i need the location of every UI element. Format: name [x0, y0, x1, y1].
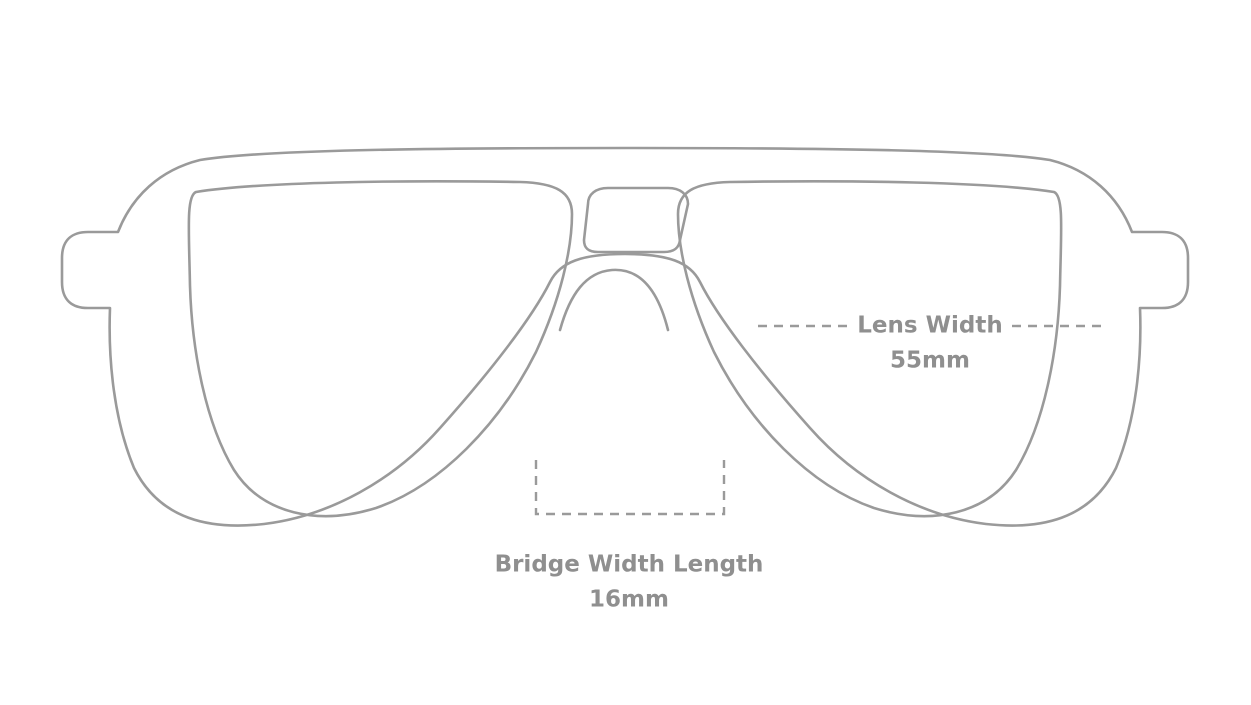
bridge-width-dimension-group: Bridge Width Length 16mm: [495, 460, 764, 613]
frame-outline-group: [60, 146, 1190, 527]
lens-width-value: 55mm: [890, 348, 970, 374]
bridge-width-bracket: [534, 460, 726, 516]
nose-arch: [558, 268, 670, 332]
bridge-top-cutout: [582, 186, 690, 254]
left-lens-rim: [187, 180, 574, 518]
right-lens-rim: [676, 180, 1063, 518]
frame-outer-silhouette: [60, 146, 1190, 527]
lens-width-label: Lens Width: [857, 313, 1002, 339]
lens-width-dimension-group: Lens Width 55mm: [758, 313, 1104, 374]
bridge-width-value: 16mm: [589, 587, 669, 613]
bridge-width-label: Bridge Width Length: [495, 552, 764, 578]
